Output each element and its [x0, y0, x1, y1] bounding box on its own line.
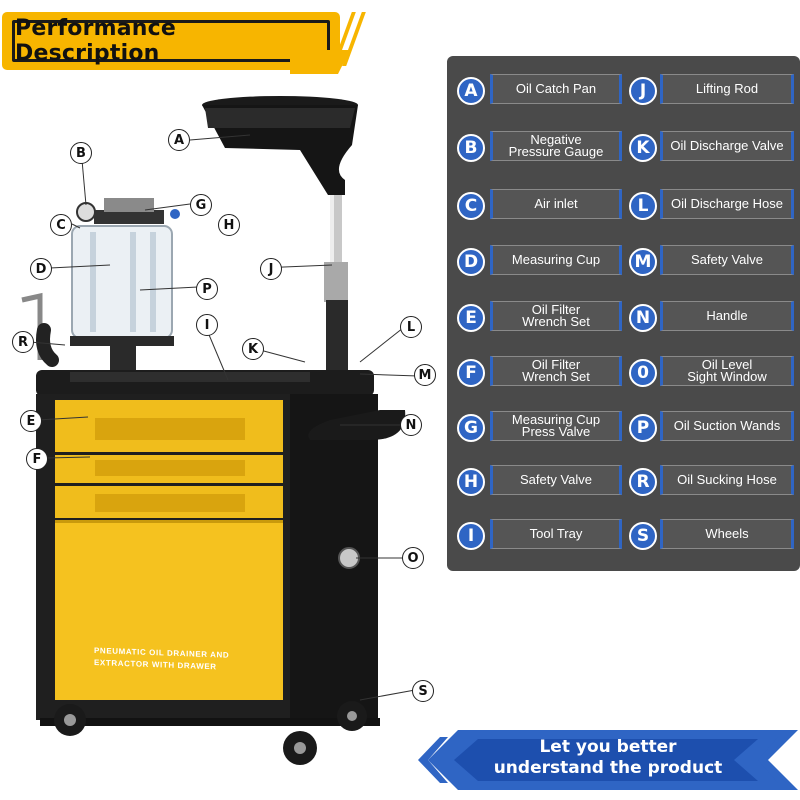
- footer-line-1: Let you better: [539, 737, 677, 757]
- callout-r: R: [12, 331, 34, 353]
- legend-label-text: Wheels: [705, 526, 749, 541]
- legend-letter-left-7: H: [457, 468, 485, 496]
- legend-letter-left-3: D: [457, 248, 485, 276]
- legend-label-left-7: Safety Valve: [490, 465, 622, 495]
- callout-i: I: [196, 314, 218, 336]
- legend-letter-left-5: F: [457, 359, 485, 387]
- legend-label-text: Oil Filter Wrench Set: [522, 302, 590, 329]
- legend-label-right-7: Oil Sucking Hose: [660, 465, 794, 495]
- callout-k: K: [242, 338, 264, 360]
- legend-label-text: Oil Catch Pan: [515, 81, 597, 96]
- legend-label-text: Tool Tray: [529, 526, 583, 541]
- legend-label-left-5: Oil Filter Wrench Set: [490, 356, 622, 386]
- legend-letter-left-1: B: [457, 134, 485, 162]
- legend-letter-right-5: 0: [629, 359, 657, 387]
- footer-banner: [418, 730, 798, 790]
- callout-b: B: [70, 142, 92, 164]
- legend-letter-right-2: L: [629, 192, 657, 220]
- legend-label-text: Oil Discharge Valve: [670, 138, 784, 153]
- callout-d: D: [30, 258, 52, 280]
- legend-letter-left-2: C: [457, 192, 485, 220]
- callout-j: J: [260, 258, 282, 280]
- callout-o: O: [402, 547, 424, 569]
- legend-label-text: Lifting Rod: [695, 81, 759, 96]
- legend-label-left-4: Oil Filter Wrench Set: [490, 301, 622, 331]
- legend-label-left-2: Air inlet: [490, 189, 622, 219]
- footer-line-2: understand the product: [493, 758, 723, 778]
- callout-m: M: [414, 364, 436, 386]
- legend-label-right-3: Safety Valve: [660, 245, 794, 275]
- legend-label-right-1: Oil Discharge Valve: [660, 131, 794, 161]
- legend-letter-right-0: J: [629, 77, 657, 105]
- legend-letter-left-4: E: [457, 304, 485, 332]
- product-illustration: [21, 96, 419, 765]
- callout-c: C: [50, 214, 72, 236]
- legend-letter-right-6: P: [629, 414, 657, 442]
- legend-label-text: Oil Suction Wands: [673, 418, 781, 433]
- legend-letter-left-8: I: [457, 522, 485, 550]
- legend-label-left-6: Measuring Cup Press Valve: [490, 411, 622, 441]
- legend-label-text: Safety Valve: [690, 252, 764, 267]
- legend-label-right-0: Lifting Rod: [660, 74, 794, 104]
- legend-letter-right-4: N: [629, 304, 657, 332]
- legend-label-text: Oil Discharge Hose: [671, 196, 783, 211]
- callout-l: L: [400, 316, 422, 338]
- legend-letter-right-1: K: [629, 134, 657, 162]
- legend-label-text: Negative Pressure Gauge: [508, 132, 604, 159]
- legend-label-right-4: Handle: [660, 301, 794, 331]
- legend-label-right-6: Oil Suction Wands: [660, 411, 794, 441]
- legend-letter-right-8: S: [629, 522, 657, 550]
- cabinet-door: [55, 520, 283, 700]
- legend-letter-right-7: R: [629, 468, 657, 496]
- legend-label-text: Safety Valve: [519, 472, 593, 487]
- callout-p: P: [196, 278, 218, 300]
- legend-label-text: Air inlet: [534, 196, 578, 211]
- legend-label-text: Measuring Cup: [511, 252, 601, 267]
- title-frame: Performance Description: [12, 16, 330, 66]
- callout-f: F: [26, 448, 48, 470]
- legend-label-right-8: Wheels: [660, 519, 794, 549]
- measuring-cup: [71, 225, 173, 339]
- callout-n: N: [400, 414, 422, 436]
- legend-label-text: Measuring Cup Press Valve: [511, 412, 601, 439]
- legend-label-text: Handle: [706, 308, 748, 323]
- callout-a: A: [168, 129, 190, 151]
- legend-label-text: Oil Sucking Hose: [677, 472, 777, 487]
- title-banner: Performance Description: [4, 14, 338, 68]
- legend-letter-right-3: M: [629, 248, 657, 276]
- callout-h: H: [218, 214, 240, 236]
- legend-label-left-8: Tool Tray: [490, 519, 622, 549]
- legend-label-right-5: Oil Level Sight Window: [660, 356, 794, 386]
- legend-label-text: Oil Filter Wrench Set: [522, 357, 590, 384]
- legend-label-text: Oil Level Sight Window: [687, 357, 767, 384]
- legend-label-left-3: Measuring Cup: [490, 245, 622, 275]
- page-title: Performance Description: [15, 16, 177, 66]
- legend-letter-left-6: G: [457, 414, 485, 442]
- legend-letter-left-0: A: [457, 77, 485, 105]
- callout-s: S: [412, 680, 434, 702]
- legend-label-left-0: Oil Catch Pan: [490, 74, 622, 104]
- callout-e: E: [20, 410, 42, 432]
- legend-label-right-2: Oil Discharge Hose: [660, 189, 794, 219]
- legend-label-left-1: Negative Pressure Gauge: [490, 131, 622, 161]
- callout-g: G: [190, 194, 212, 216]
